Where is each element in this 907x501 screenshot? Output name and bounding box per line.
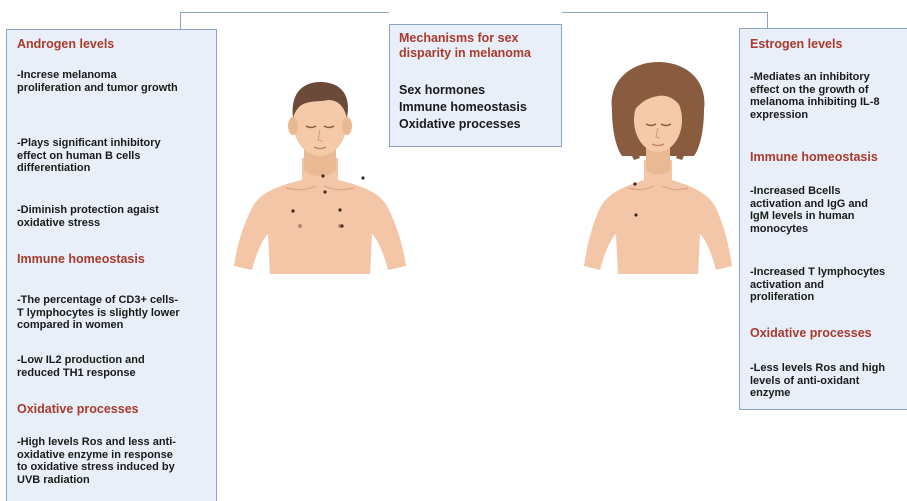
mechanism-item-sex-hormones: Sex hormones [399, 83, 485, 97]
androgen-text-2: -Plays significant inhibitory effect on … [17, 137, 161, 175]
male-torso-illustration [230, 40, 410, 275]
connector-left-drop [180, 12, 181, 29]
androgen-heading: Androgen levels [17, 37, 114, 51]
left-immune-text-2: -Low IL2 production and reduced TH1 resp… [17, 354, 145, 379]
mechanism-item-oxidative: Oxidative processes [399, 117, 521, 131]
female-torso-illustration [568, 40, 748, 275]
estrogen-panel: Estrogen levels -Mediates an inhibitory … [739, 28, 907, 410]
right-immune-heading: Immune homeostasis [750, 150, 878, 164]
androgen-text-3: -Diminish protection agaist oxidative st… [17, 204, 159, 229]
connector-left [180, 12, 389, 13]
androgen-panel: Androgen levels -Increse melanoma prolif… [6, 29, 217, 501]
left-immune-text-1: -The percentage of CD3+ cells- T lymphoc… [17, 294, 180, 332]
right-immune-text-2: -Increased T lymphocytes activation and … [750, 266, 885, 304]
estrogen-text-1: -Mediates an inhibitory effect on the gr… [750, 71, 880, 121]
androgen-text-1: -Increse melanoma proliferation and tumo… [17, 69, 178, 94]
connector-right [562, 12, 767, 13]
mechanisms-panel: Mechanisms for sex disparity in melanoma… [389, 24, 562, 147]
left-immune-heading: Immune homeostasis [17, 252, 145, 266]
left-oxidative-heading: Oxidative processes [17, 402, 139, 416]
mechanism-item-immune: Immune homeostasis [399, 100, 527, 114]
connector-right-drop [767, 12, 768, 28]
left-oxidative-text-1: -High levels Ros and less anti- oxidativ… [17, 436, 176, 486]
mechanisms-title: Mechanisms for sex disparity in melanoma [399, 31, 531, 61]
estrogen-heading: Estrogen levels [750, 37, 842, 51]
right-oxidative-text-1: -Less levels Ros and high levels of anti… [750, 362, 885, 400]
right-oxidative-heading: Oxidative processes [750, 326, 872, 340]
right-immune-text-1: -Increased Bcells activation and IgG and… [750, 185, 868, 235]
